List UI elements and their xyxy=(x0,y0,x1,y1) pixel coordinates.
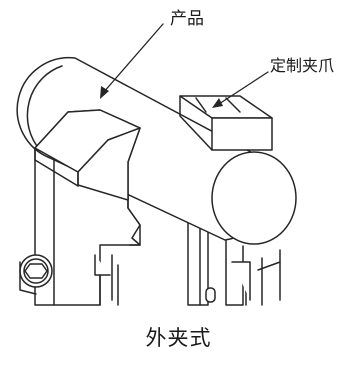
product-leader-line xyxy=(102,23,164,94)
jaw-arrowhead xyxy=(212,98,223,108)
jaw-leader-line xyxy=(218,71,269,105)
product-arrowhead xyxy=(100,86,109,99)
label-custom-jaw: 定制夹爪 xyxy=(270,56,335,75)
right-gripper-arm xyxy=(187,215,281,306)
custom-jaw-block xyxy=(179,95,273,151)
left-jaw-block xyxy=(34,109,141,246)
figure-caption: 外夹式 xyxy=(145,326,212,350)
hex-bolt xyxy=(19,254,53,295)
cylinder-end-face xyxy=(211,151,297,245)
product-cylinder xyxy=(16,56,297,245)
label-product: 产品 xyxy=(170,9,204,29)
hole-icon xyxy=(205,287,216,303)
